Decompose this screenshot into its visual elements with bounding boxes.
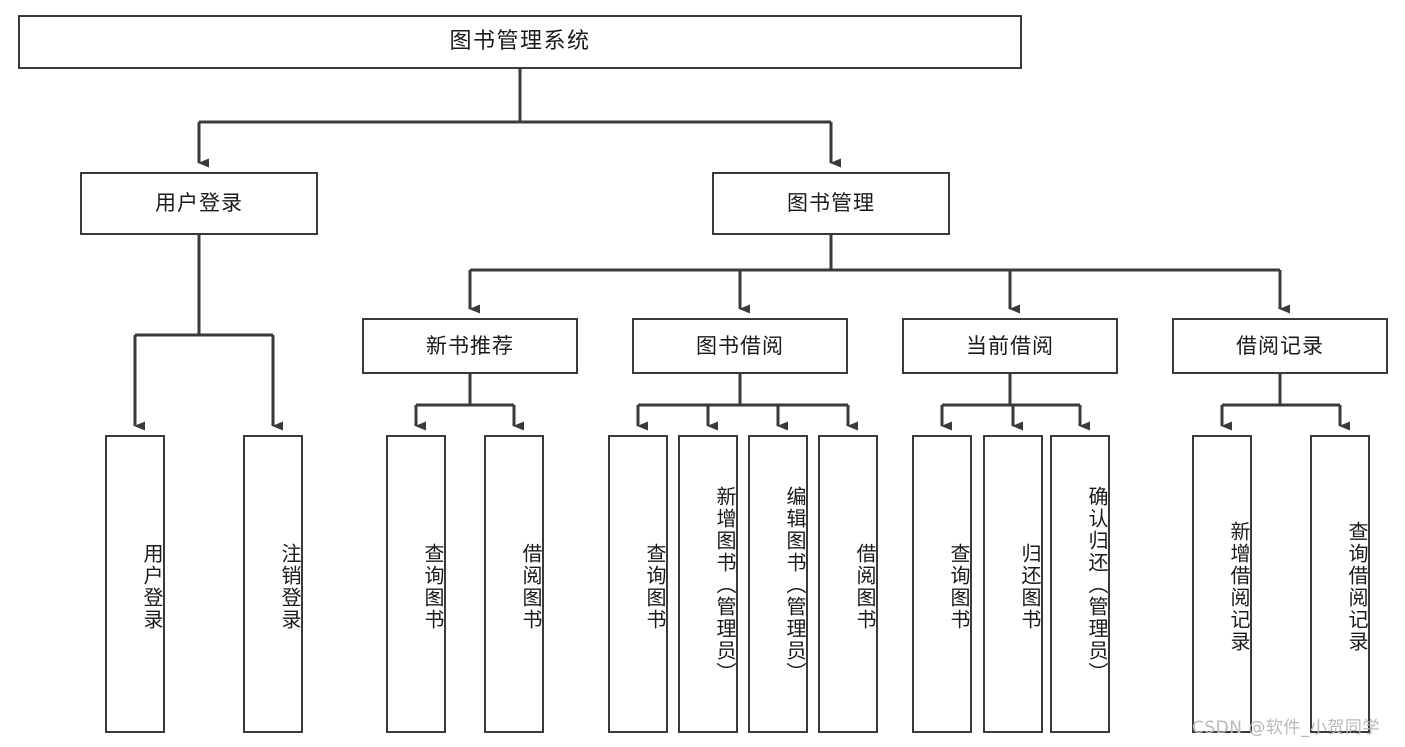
node-leaf-query-book-newbook[interactable]: 查询图书 xyxy=(386,435,446,733)
edge-group-root xyxy=(197,69,841,168)
node-leaf-confirm-return-admin[interactable]: 确认归还（管理员） xyxy=(1050,435,1110,733)
node-leaf-query-borrow-record[interactable]: 查询借阅记录 xyxy=(1310,435,1370,733)
node-book-borrow[interactable]: 图书借阅 xyxy=(632,318,848,374)
edge-group-current xyxy=(940,374,1090,431)
node-book-management[interactable]: 图书管理 xyxy=(712,172,950,235)
node-leaf-add-borrow-record[interactable]: 新增借阅记录 xyxy=(1192,435,1252,733)
csdn-watermark: CSDN @软件_小贺同学 xyxy=(1192,718,1380,738)
node-leaf-user-logout[interactable]: 注销登录 xyxy=(243,435,303,733)
node-leaf-edit-book-admin[interactable]: 编辑图书（管理员） xyxy=(748,435,808,733)
edge-group-book-manage xyxy=(468,235,1290,314)
node-leaf-borrow-book[interactable]: 借阅图书 xyxy=(818,435,878,733)
node-leaf-add-book-admin[interactable]: 新增图书（管理员） xyxy=(678,435,738,733)
edge-group-user-login xyxy=(133,235,283,431)
edge-group-borrow xyxy=(636,374,858,431)
node-borrow-records[interactable]: 借阅记录 xyxy=(1172,318,1388,374)
edge-group-records xyxy=(1220,374,1350,431)
node-user-login[interactable]: 用户登录 xyxy=(80,172,318,235)
node-leaf-query-book-borrow[interactable]: 查询图书 xyxy=(608,435,668,733)
node-new-book-recommend[interactable]: 新书推荐 xyxy=(362,318,578,374)
node-leaf-user-login[interactable]: 用户登录 xyxy=(105,435,165,733)
node-leaf-query-book-current[interactable]: 查询图书 xyxy=(912,435,972,733)
node-current-borrow[interactable]: 当前借阅 xyxy=(902,318,1118,374)
edge-group-new-book xyxy=(414,374,524,431)
node-root-book-management-system[interactable]: 图书管理系统 xyxy=(18,15,1022,69)
node-leaf-return-book[interactable]: 归还图书 xyxy=(983,435,1043,733)
node-leaf-borrow-book-newbook[interactable]: 借阅图书 xyxy=(484,435,544,733)
